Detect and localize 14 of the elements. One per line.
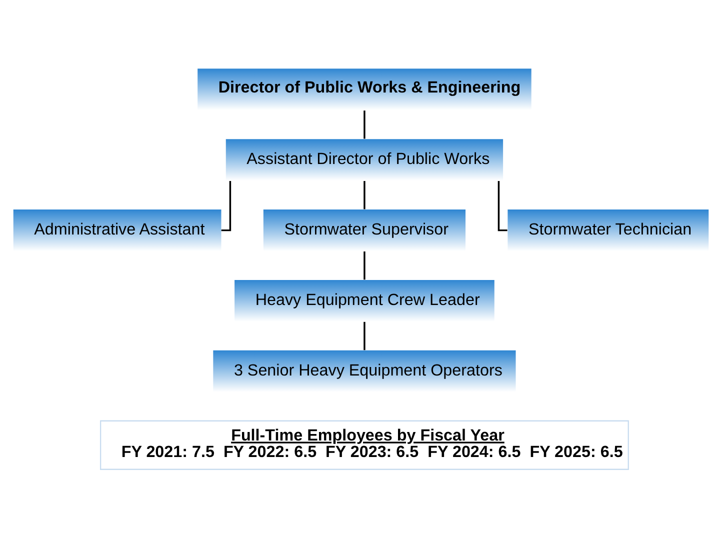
node-box: 3 Senior Heavy Equipment Operators	[213, 350, 516, 392]
node-box: Assistant Director of Public Works	[226, 139, 504, 181]
node-box: Full-Time Employees by Fiscal Year FY 2021: 7.5 FY 2022: 6.5 FY 2023: 6.5 FY 2024: 6.5 FY 2025: 6.5	[100, 420, 629, 470]
node-box: Stormwater Supervisor	[263, 210, 466, 252]
node-box: Heavy Equipment Crew Leader	[234, 280, 494, 322]
connector	[364, 110, 366, 139]
connector	[364, 181, 366, 210]
connector	[364, 251, 366, 280]
connector	[498, 181, 508, 232]
connector	[221, 181, 232, 232]
connector	[364, 322, 366, 350]
node-box: Director of Public Works & Engineering	[198, 68, 532, 110]
node-box: Stormwater Technician	[508, 210, 709, 252]
node-box: Administrative Assistant	[13, 210, 222, 252]
